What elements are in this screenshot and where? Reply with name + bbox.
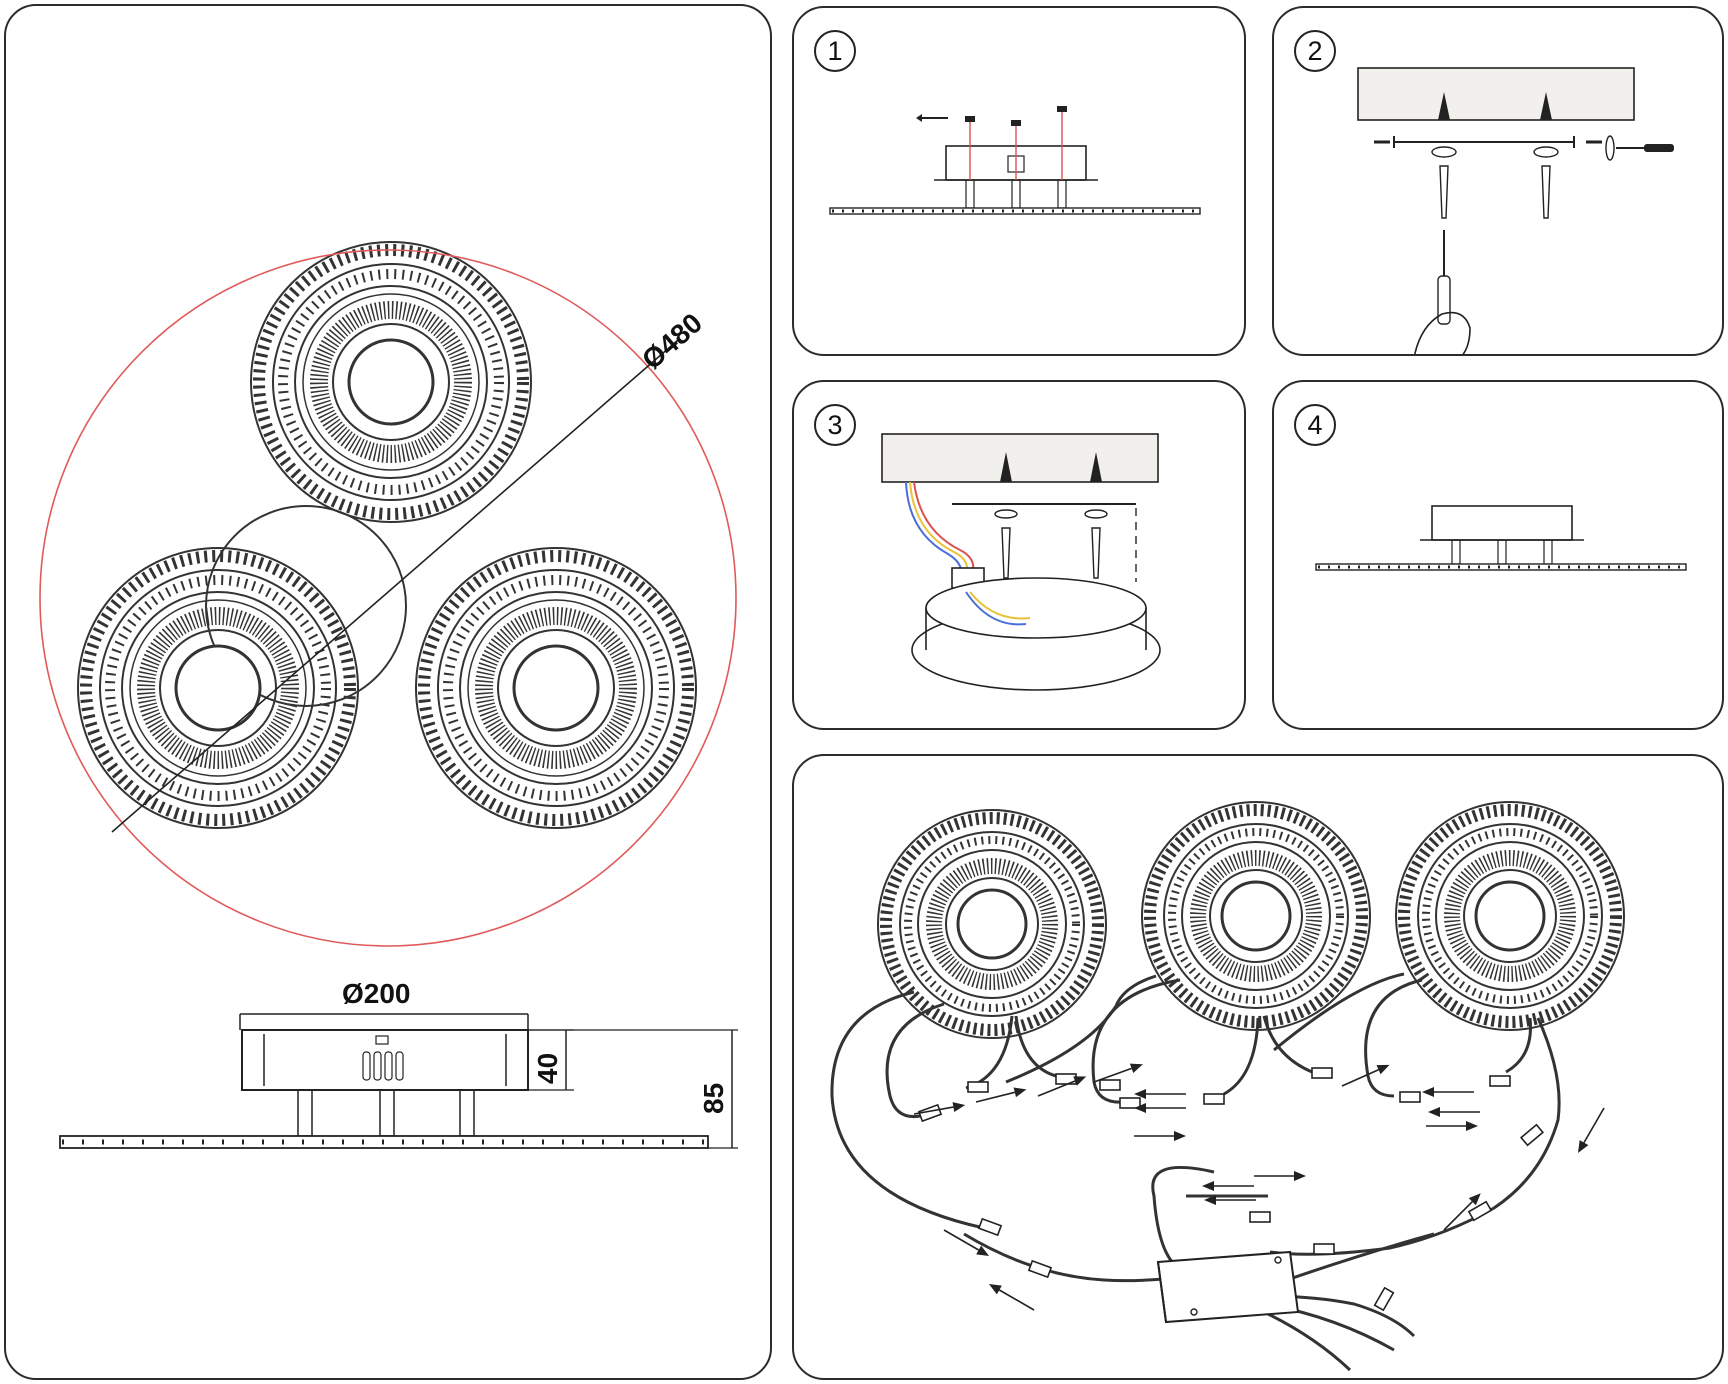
step-4-number: 4 xyxy=(1294,404,1336,446)
step-4-panel: 4 xyxy=(1272,380,1724,730)
side-view xyxy=(59,1013,738,1149)
diameter-base-label: Ø200 xyxy=(342,978,411,1009)
step-4-drawing xyxy=(1315,505,1687,571)
wiring-ring-middle xyxy=(1142,802,1370,1030)
driver-box xyxy=(1156,1250,1300,1324)
wiring-panel xyxy=(792,754,1724,1380)
base-height-label: 40 xyxy=(532,1052,563,1084)
diameter-line xyxy=(111,339,679,833)
overview-drawing xyxy=(39,6,738,1149)
step-2-panel: 2 xyxy=(1272,6,1724,356)
step-1-number: 1 xyxy=(814,30,856,72)
wiring-ring-left xyxy=(878,810,1106,1038)
overview-panel: Ø480 Ø200 40 85 xyxy=(4,4,772,1380)
step-3-number: 3 xyxy=(814,404,856,446)
step-3-panel: 3 xyxy=(792,380,1246,730)
diameter-circle xyxy=(39,249,737,947)
total-height-label: 85 xyxy=(698,1082,729,1114)
lamp-ring-right xyxy=(416,548,696,828)
wiring-drawing xyxy=(830,756,1724,1372)
step-1-drawing xyxy=(829,106,1201,215)
step-2-drawing xyxy=(1357,67,1674,354)
wiring-connectors xyxy=(917,1067,1545,1312)
step-2-number: 2 xyxy=(1294,30,1336,72)
step-3-drawing xyxy=(881,433,1161,691)
wiring-ring-right xyxy=(1396,802,1624,1030)
connector-arc xyxy=(205,505,407,707)
lamp-ring-left xyxy=(78,548,358,828)
lamp-ring-top xyxy=(251,242,531,522)
step-1-panel: 1 xyxy=(792,6,1246,356)
